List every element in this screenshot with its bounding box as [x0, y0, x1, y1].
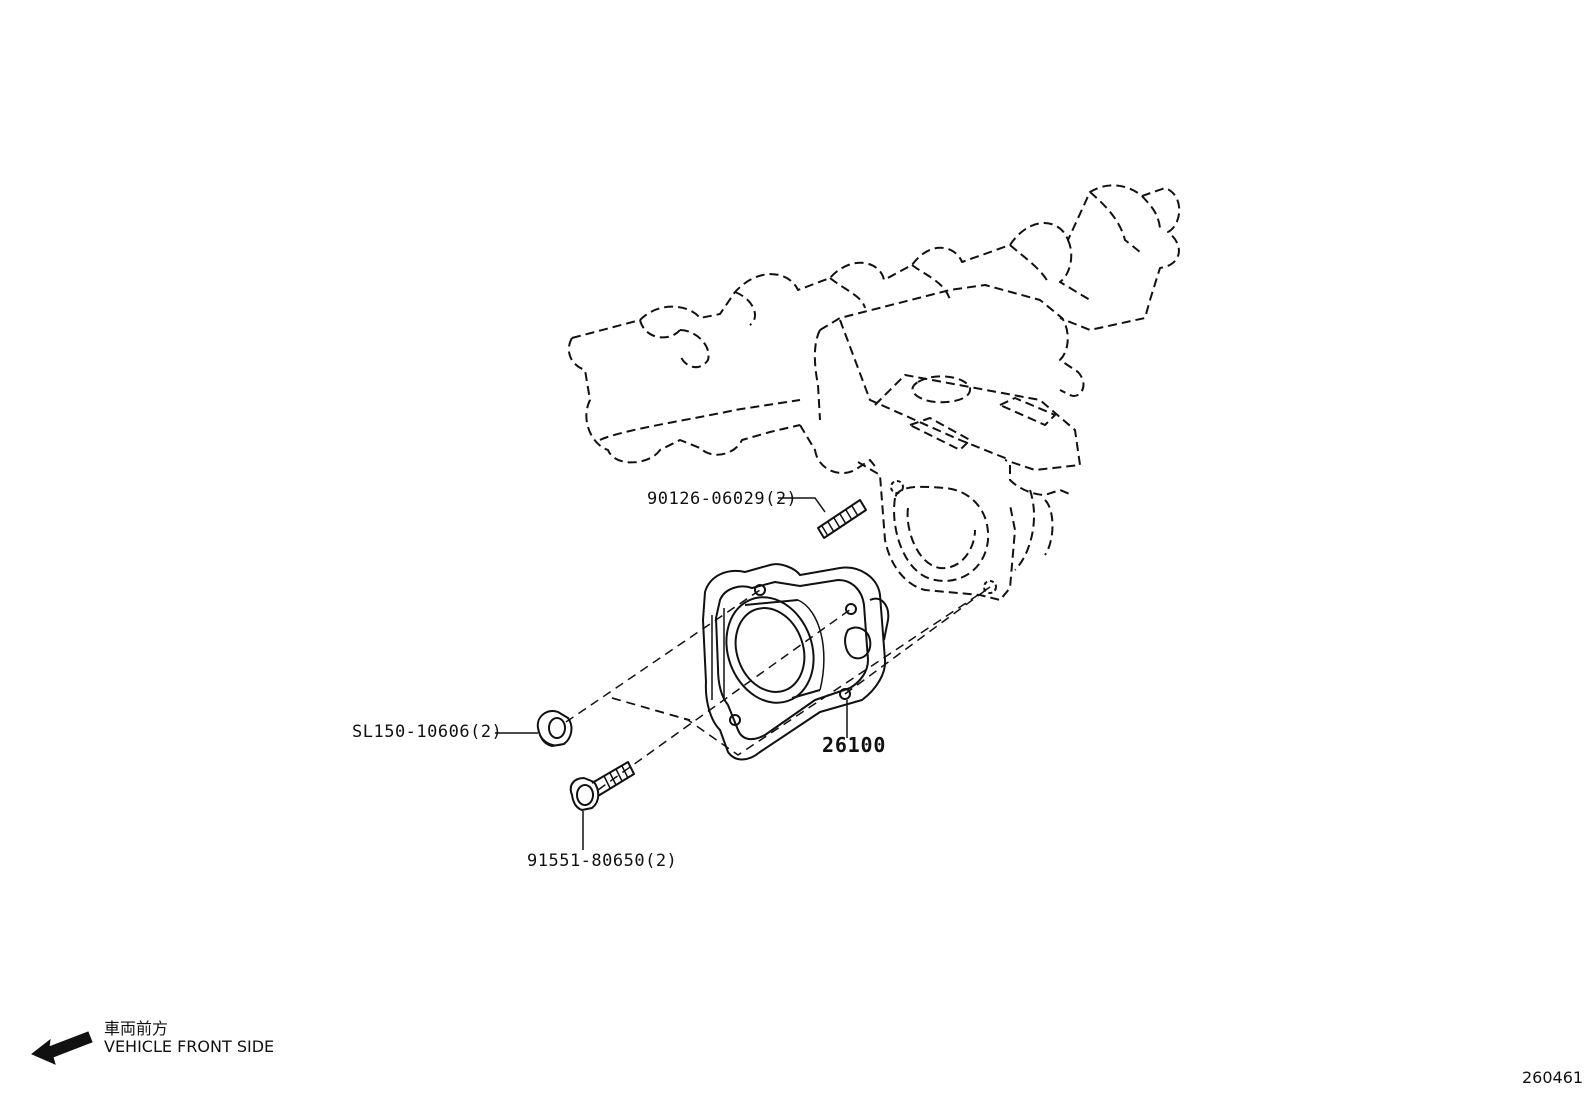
arrow-left-icon — [31, 1031, 93, 1065]
bolt-part-number: 91551-80650(2) — [527, 851, 678, 871]
vehicle-front-label-en: VEHICLE FRONT SIDE — [104, 1037, 275, 1056]
figure-number: 260461 — [1522, 1068, 1584, 1087]
leader-lines — [495, 497, 848, 850]
stud-part-number: 90126-06029(2) — [647, 489, 798, 509]
flange-nut-part — [536, 710, 573, 747]
vehicle-front-label-jp: 車両前方 — [104, 1019, 169, 1038]
throttle-body-part — [702, 563, 890, 761]
nut-part-number: SL150-10606(2) — [352, 722, 503, 742]
stud-bolt-part — [817, 499, 867, 539]
throttle-body-part-number: 26100 — [822, 733, 887, 757]
intake-manifold-ghost — [567, 184, 1181, 601]
assembly-lines — [565, 586, 991, 791]
